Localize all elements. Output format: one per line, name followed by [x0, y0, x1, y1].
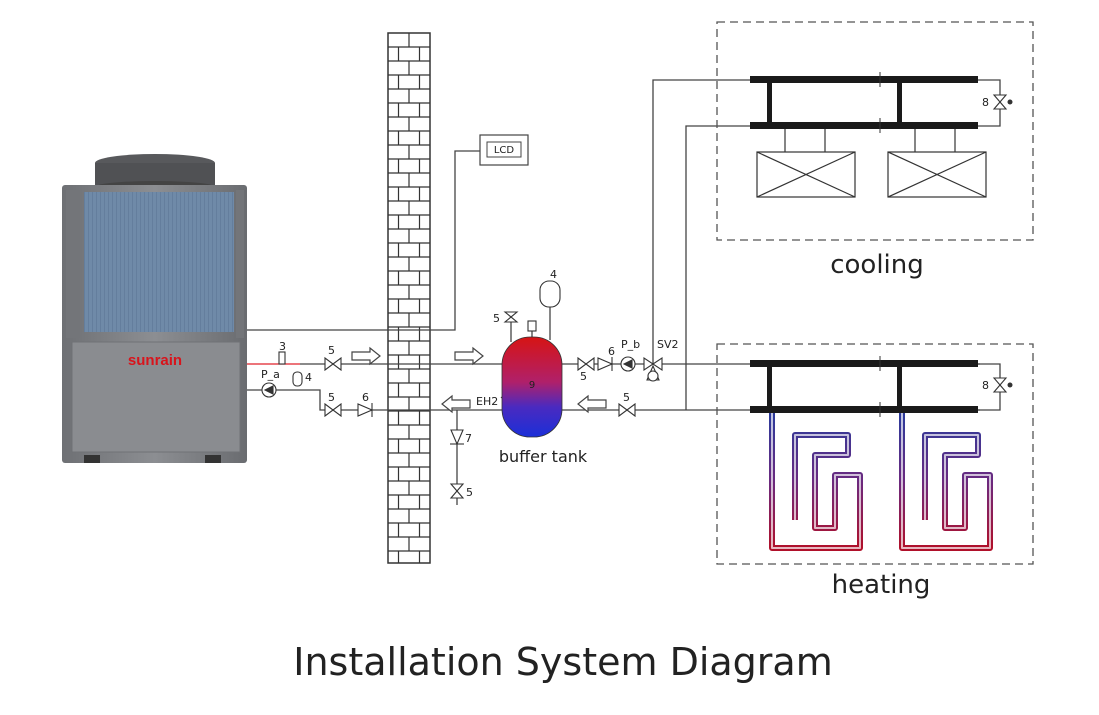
buffer-tank-label: buffer tank [499, 447, 588, 466]
ball-valve-5d [618, 402, 636, 418]
label-5b: 5 [328, 391, 335, 404]
check-valve-6a [357, 403, 374, 417]
expansion-vessel-4 [539, 280, 561, 308]
wall [387, 32, 431, 564]
cooling-boundary [716, 21, 1034, 241]
label-eh2: EH2 [476, 395, 498, 408]
label-sv2: SV2 [657, 338, 679, 351]
air-vent-4 [292, 371, 303, 387]
ball-valve-5b [324, 402, 342, 418]
return-pipe [247, 389, 503, 411]
label-4a: 4 [305, 371, 312, 384]
valves [261, 94, 1008, 499]
cooling-label: cooling [830, 250, 924, 280]
heat-pump-unit: sunrain [62, 154, 247, 463]
label-5d: 5 [580, 370, 587, 383]
piping [247, 79, 1001, 505]
label-5c: 5 [493, 312, 500, 325]
heating-header-return [750, 406, 978, 413]
arrow-right-2 [454, 346, 484, 366]
arrow-right-1 [351, 346, 381, 366]
cooling-return-branch [685, 125, 750, 410]
fan-coil-1 [756, 129, 856, 198]
label-7: 7 [465, 432, 472, 445]
drain-valve-5 [449, 483, 465, 499]
bypass-valve-8b [992, 377, 1008, 393]
label-p-a: P_a [261, 368, 280, 381]
front-panel [71, 341, 241, 453]
label-5e: 5 [623, 391, 630, 404]
sensor-3 [278, 351, 286, 365]
diagram-title: Installation System Diagram [293, 640, 832, 684]
label-6a: 6 [362, 391, 369, 404]
check-valve-7 [450, 429, 464, 446]
lcd-controller: LCD [479, 134, 529, 166]
arrow-left-1 [441, 394, 471, 414]
three-way-valve-sv2 [643, 356, 663, 372]
label-5a: 5 [328, 344, 335, 357]
heating-boundary [716, 343, 1034, 565]
cooling-header-return [750, 122, 978, 129]
bypass-valve-8a [992, 94, 1008, 110]
buffer-tank: 9 [501, 336, 563, 438]
label-5f: 5 [466, 486, 473, 499]
cooling-zone: cooling [716, 21, 1034, 280]
heating-header-supply [750, 360, 978, 367]
label-3: 3 [279, 340, 286, 353]
ball-valve-5c [577, 356, 595, 372]
fan-coil-2 [887, 129, 987, 198]
label-p-b: P_b [621, 338, 640, 351]
check-valve-6b [597, 357, 614, 371]
tank-sensor [527, 320, 537, 332]
tank-number-9: 9 [529, 380, 535, 391]
lcd-label: LCD [494, 145, 515, 156]
coil-panel [84, 192, 234, 332]
lcd-cable [247, 150, 480, 331]
cooling-supply-branch [652, 79, 750, 364]
label-8b: 8 [982, 379, 989, 392]
heating-label: heating [832, 570, 931, 600]
brand-logo: sunrain [128, 352, 182, 369]
label-6b: 6 [608, 345, 615, 358]
label-8a: 8 [982, 96, 989, 109]
component-labels: 3 P_a 4 5 5 6 5 4 EH2 5 6 P_b SV2 5 7 5 … [261, 96, 989, 499]
flow-arrows [351, 346, 607, 414]
heating-zone: heating [716, 343, 1034, 600]
label-4b: 4 [550, 268, 557, 281]
cooling-header-supply [750, 76, 978, 83]
vent-valve-5 [503, 311, 519, 323]
ball-valve-5a [324, 356, 342, 372]
arrow-left-2 [577, 394, 607, 414]
